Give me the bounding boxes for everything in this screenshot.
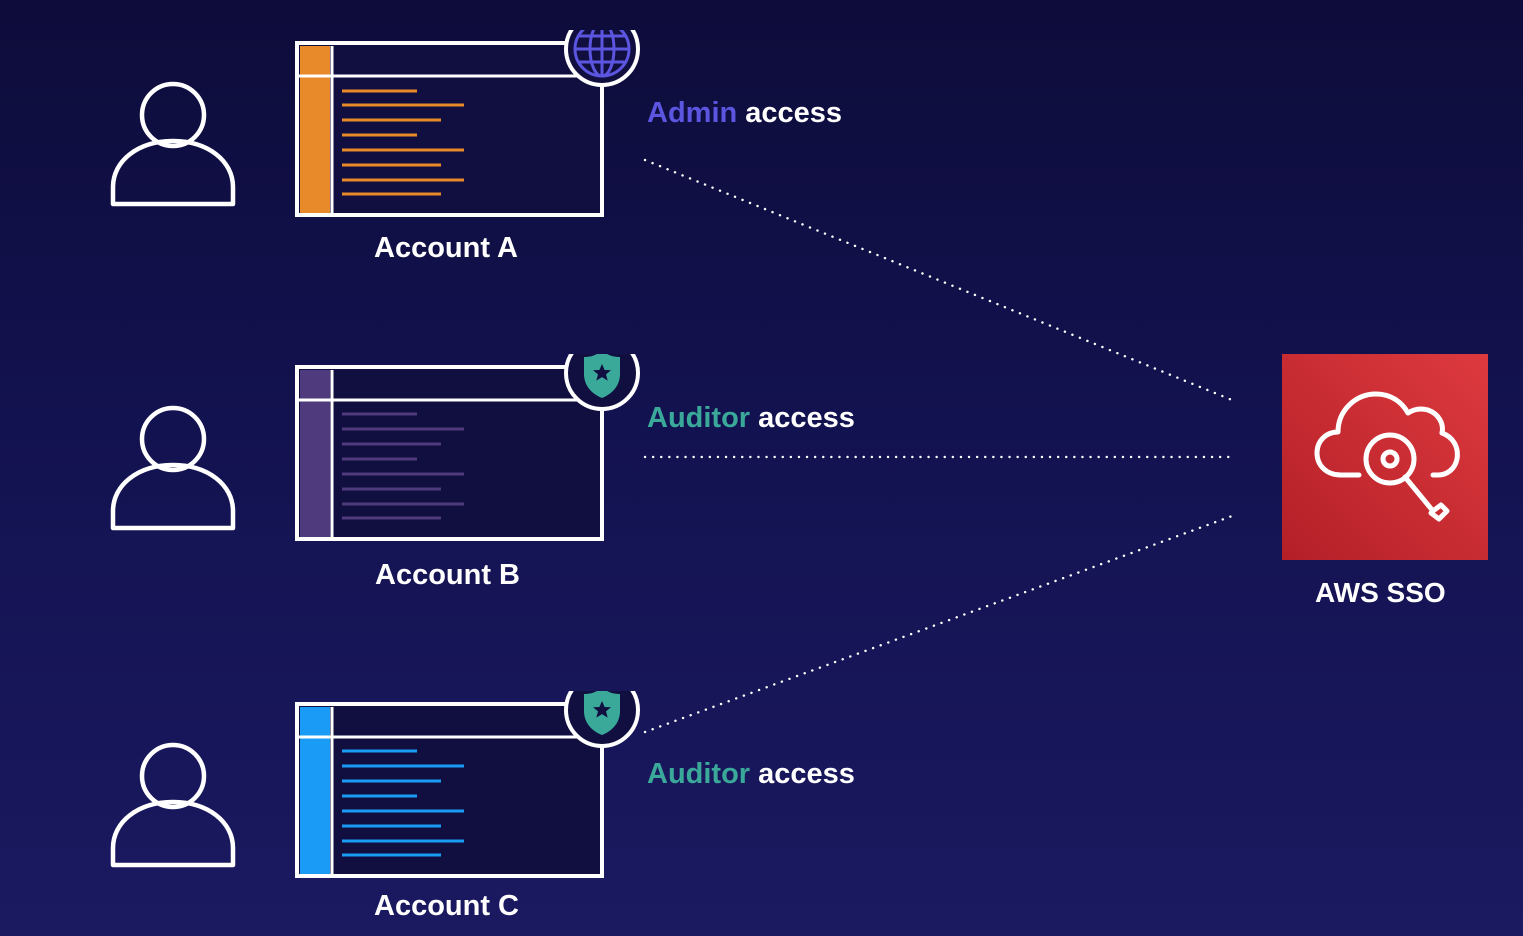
user-icon (110, 81, 236, 207)
account-c-label: Account C (374, 890, 519, 922)
globe-icon (564, 30, 640, 87)
cloud-key-icon (1314, 391, 1460, 522)
shield-star-icon (564, 354, 640, 411)
connection-line-auditor-c (643, 514, 1234, 734)
access-suffix: access (745, 97, 842, 129)
account-c-window (295, 691, 640, 878)
connection-line-admin (643, 158, 1234, 402)
access-suffix: access (758, 758, 855, 790)
aws-sso-label: AWS SSO (1315, 577, 1446, 608)
role-auditor: Auditor (647, 402, 751, 434)
shield-star-icon (564, 691, 640, 748)
user-icon (110, 405, 236, 531)
aws-sso-box (1282, 354, 1488, 560)
account-a-window (295, 30, 640, 217)
user-icon (110, 742, 236, 868)
account-a-label: Account A (374, 232, 518, 264)
access-suffix: access (758, 402, 855, 434)
account-b-label: Account B (375, 559, 520, 591)
role-auditor: Auditor (647, 758, 751, 790)
account-b-window (295, 354, 640, 541)
role-admin: Admin (647, 97, 738, 129)
